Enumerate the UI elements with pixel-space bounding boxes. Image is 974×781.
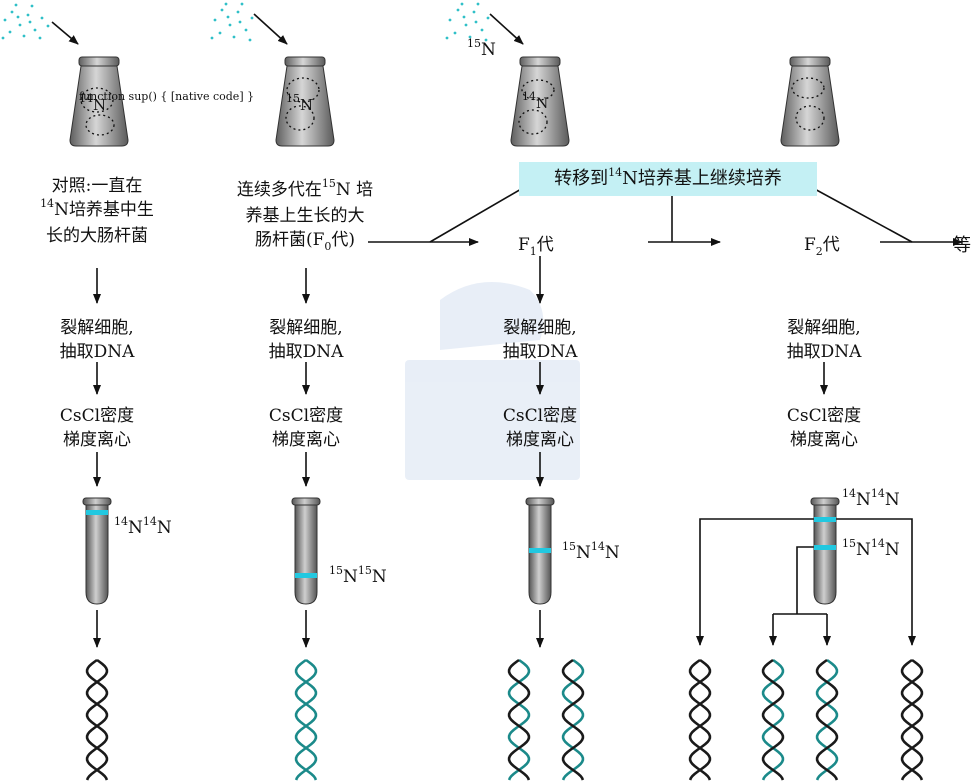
band-15n14n xyxy=(814,545,836,550)
etc-label: 等 xyxy=(953,235,971,256)
centrifuge-step-4: CsCl密度梯度离心 xyxy=(786,406,862,450)
flask-3-isotope: 14N xyxy=(522,90,549,112)
dna-strand xyxy=(294,658,318,781)
flask-2 xyxy=(275,56,335,147)
dna-strand xyxy=(815,658,839,781)
feed-arrow-3 xyxy=(489,13,524,45)
dna-strand xyxy=(85,658,109,781)
band-label-tube-3: 15N14N xyxy=(562,540,620,563)
generation-flow xyxy=(368,180,963,246)
transfer-box: 转移到14N培养基上继续培养 xyxy=(519,162,817,196)
flask-1 xyxy=(69,56,129,147)
particle-cloud-3 xyxy=(445,2,490,42)
band-label-tube-1: 14N14N xyxy=(114,515,172,538)
dna-strand xyxy=(561,658,585,781)
band-15n15n xyxy=(295,573,317,578)
particle-cloud-2 xyxy=(210,2,254,42)
dna-strand xyxy=(900,658,924,781)
flask-2-isotope: 15N xyxy=(286,92,314,114)
feed-arrow-1 xyxy=(51,21,79,45)
dna-strand xyxy=(507,658,531,781)
band-label-tube-4-lower: 15N14N xyxy=(842,537,900,560)
lyse-step-1: 裂解细胞,抽取DNA xyxy=(59,318,135,362)
feed-arrow-2 xyxy=(253,13,288,45)
dna-strand xyxy=(761,658,785,781)
dna-strand xyxy=(561,658,585,781)
band-14n14n xyxy=(814,517,836,522)
flask-4 xyxy=(780,56,840,147)
particle-cloud-1 xyxy=(1,3,50,40)
dna-strand xyxy=(761,658,785,781)
n15-source-label: 15N xyxy=(467,37,496,60)
dna-helices xyxy=(85,658,924,781)
band-label-tube-2: 15N15N xyxy=(329,564,387,587)
f2-branch-lines xyxy=(696,518,916,646)
flask-1-isotope: 14N xyxy=(79,92,107,114)
dna-strand xyxy=(900,658,924,781)
lyse-step-4: 裂解细胞,抽取DNA xyxy=(786,318,862,362)
band-15n14n xyxy=(529,548,551,553)
flask-3 xyxy=(510,56,570,147)
dna-strand xyxy=(688,658,712,781)
tube-2 xyxy=(291,497,321,605)
centrifuge-step-2: CsCl密度梯度离心 xyxy=(268,406,344,450)
step-arrows xyxy=(93,256,828,648)
dna-strand xyxy=(294,658,318,781)
f0-description: 连续多代在15N 培 养基上生长的大 肠杆菌(F0代) xyxy=(236,177,374,253)
band-label-tube-4-upper: 14N14N xyxy=(842,487,900,510)
centrifuge-step-3: CsCl密度梯度离心 xyxy=(502,406,578,450)
f2-label: F2代 xyxy=(804,235,840,258)
band-14n14n xyxy=(86,510,108,515)
dna-strand xyxy=(815,658,839,781)
lyse-step-2: 裂解细胞,抽取DNA xyxy=(268,318,344,362)
dna-strand xyxy=(688,658,712,781)
dna-strand xyxy=(507,658,531,781)
tube-3 xyxy=(525,497,555,605)
f1-label: F1代 xyxy=(518,235,554,258)
dna-strand xyxy=(85,658,109,781)
tube-1 xyxy=(82,497,112,605)
flask-1-label: function sup() { [native code] } xyxy=(79,90,255,103)
control-description: 对照:一直在 14N培养基中生 长的大肠杆菌 xyxy=(40,176,154,246)
centrifuge-step-1: CsCl密度梯度离心 xyxy=(59,406,135,450)
lyse-step-3: 裂解细胞,抽取DNA xyxy=(502,318,578,362)
tube-4 xyxy=(810,497,840,605)
